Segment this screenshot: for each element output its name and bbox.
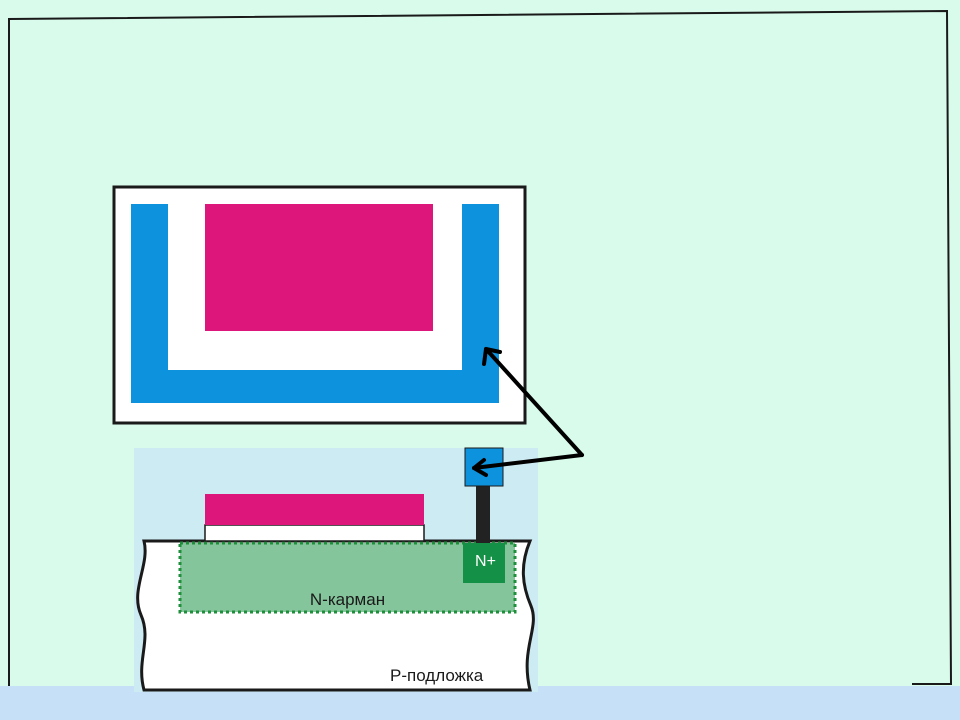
arrows bbox=[472, 347, 584, 477]
gate-cross-section bbox=[205, 494, 424, 525]
top-view-contact-ring bbox=[131, 204, 499, 403]
arrow-to-cross-section bbox=[472, 453, 584, 470]
arrow-to-top-view bbox=[484, 347, 584, 457]
n-plus-region bbox=[463, 543, 505, 583]
arrowhead-cross-section-icon bbox=[472, 458, 488, 477]
arrowhead-top-view-icon bbox=[482, 347, 502, 366]
via bbox=[476, 486, 490, 543]
top-view-gate bbox=[205, 204, 433, 331]
gate-oxide bbox=[204, 524, 425, 542]
p-substrate-label: Р-подложка bbox=[390, 666, 484, 685]
n-plus-label: N+ bbox=[475, 553, 496, 570]
slide-frame-line bbox=[8, 9, 952, 686]
n-well-label: N-карман bbox=[309, 590, 386, 609]
n-well bbox=[178, 541, 517, 614]
